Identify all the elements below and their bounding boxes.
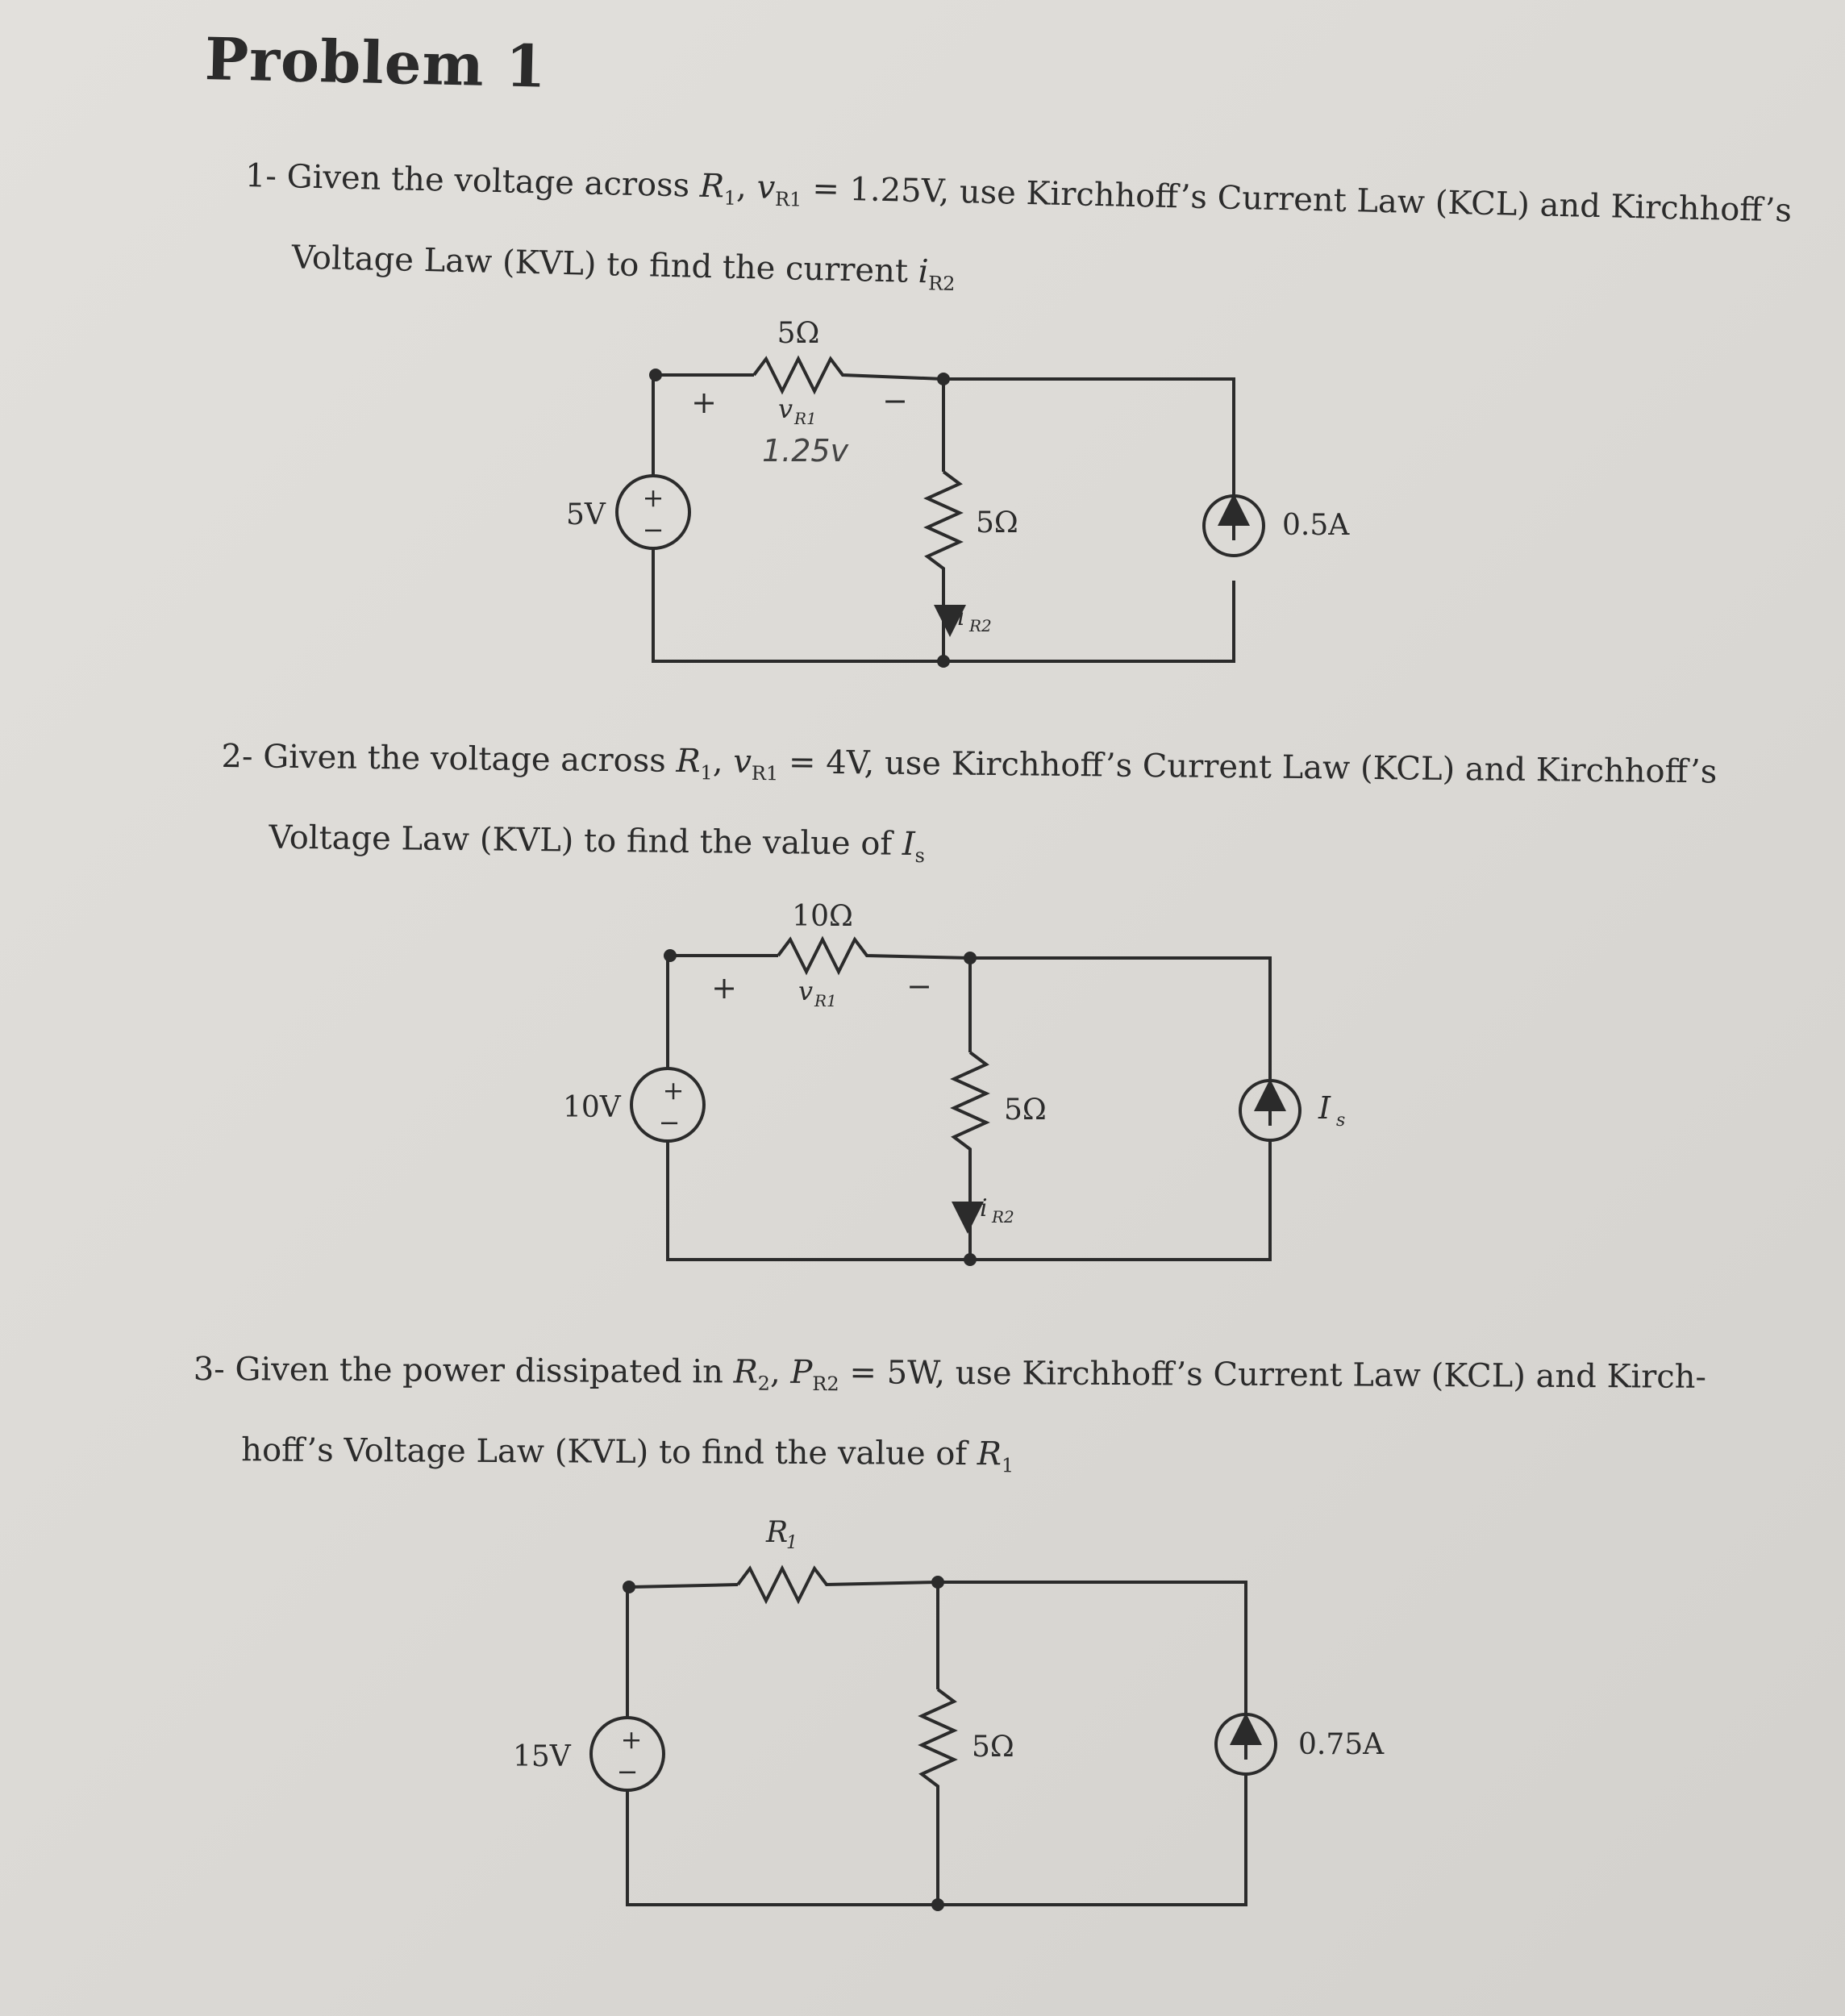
voltage-source-15v (589, 1716, 665, 1792)
vr1-label: v (798, 976, 813, 1006)
wire-right-upper (943, 377, 1235, 508)
r2-value: 5Ω (976, 506, 1018, 539)
ir2-subscript: R2 (968, 616, 992, 635)
source-minus: − (643, 514, 664, 545)
r2-value: 5Ω (1004, 1093, 1047, 1127)
node-dot (931, 1898, 944, 1911)
ir2-label: i (980, 1194, 988, 1223)
circuit-3-dots (623, 1576, 944, 1911)
node-dot (664, 949, 677, 962)
vr1-plus: + (691, 385, 717, 420)
circuit-1 (615, 355, 1265, 663)
r1-label-subscript: 1 (786, 1533, 798, 1553)
source-i-label: 0.5A (1282, 509, 1350, 542)
source-v-label: 10V (563, 1091, 622, 1124)
r1-label: R (765, 1516, 788, 1549)
resistor-r2 (923, 470, 964, 661)
node-dot (937, 655, 950, 668)
r1-value: 10Ω (792, 900, 853, 933)
vr1-subscript: R1 (793, 409, 817, 428)
vr1-minus: − (906, 968, 932, 1004)
node-dot (937, 373, 950, 385)
source-i-label: I (1318, 1090, 1331, 1126)
circuit-2-dots (664, 949, 977, 1266)
resistor-r2 (918, 1688, 958, 1905)
node-dot (964, 1253, 977, 1266)
ir2-subscript: R2 (991, 1207, 1014, 1227)
source-v-label: 5V (566, 498, 606, 531)
source-plus: + (621, 1724, 643, 1755)
resistor-r1 (736, 1564, 939, 1605)
r2-value: 5Ω (972, 1731, 1014, 1764)
wire-right-upper (970, 956, 1272, 1081)
node-dot (964, 952, 977, 964)
source-minus: − (659, 1107, 681, 1138)
handwritten-note: 1.25v (762, 433, 849, 469)
resistor-r1 (777, 935, 971, 976)
source-i-subscript: s (1336, 1110, 1345, 1131)
node-dot (623, 1581, 635, 1593)
vr1-minus: − (882, 383, 908, 419)
source-plus: + (663, 1075, 685, 1106)
voltage-source-10v (630, 1067, 706, 1143)
source-minus: − (617, 1756, 639, 1787)
source-i-label: 0.75A (1298, 1728, 1385, 1761)
source-plus: + (643, 482, 664, 513)
wire-right-upper (938, 1581, 1247, 1714)
source-v-label: 15V (513, 1740, 572, 1773)
circuit-3 (589, 1564, 1277, 1906)
node-dot (931, 1576, 944, 1589)
wire-top-left (631, 1583, 739, 1589)
voltage-source-5v (615, 474, 691, 550)
node-dot (649, 369, 662, 381)
resistor-r2 (950, 1051, 990, 1260)
vr1-subscript: R1 (814, 991, 837, 1010)
circuit-1-dots (649, 369, 950, 668)
vr1-label: v (778, 394, 793, 424)
vr1-plus: + (711, 970, 737, 1006)
ir2-label: i (957, 603, 965, 631)
resistor-r1 (752, 355, 944, 395)
r1-value: 5Ω (777, 317, 820, 350)
